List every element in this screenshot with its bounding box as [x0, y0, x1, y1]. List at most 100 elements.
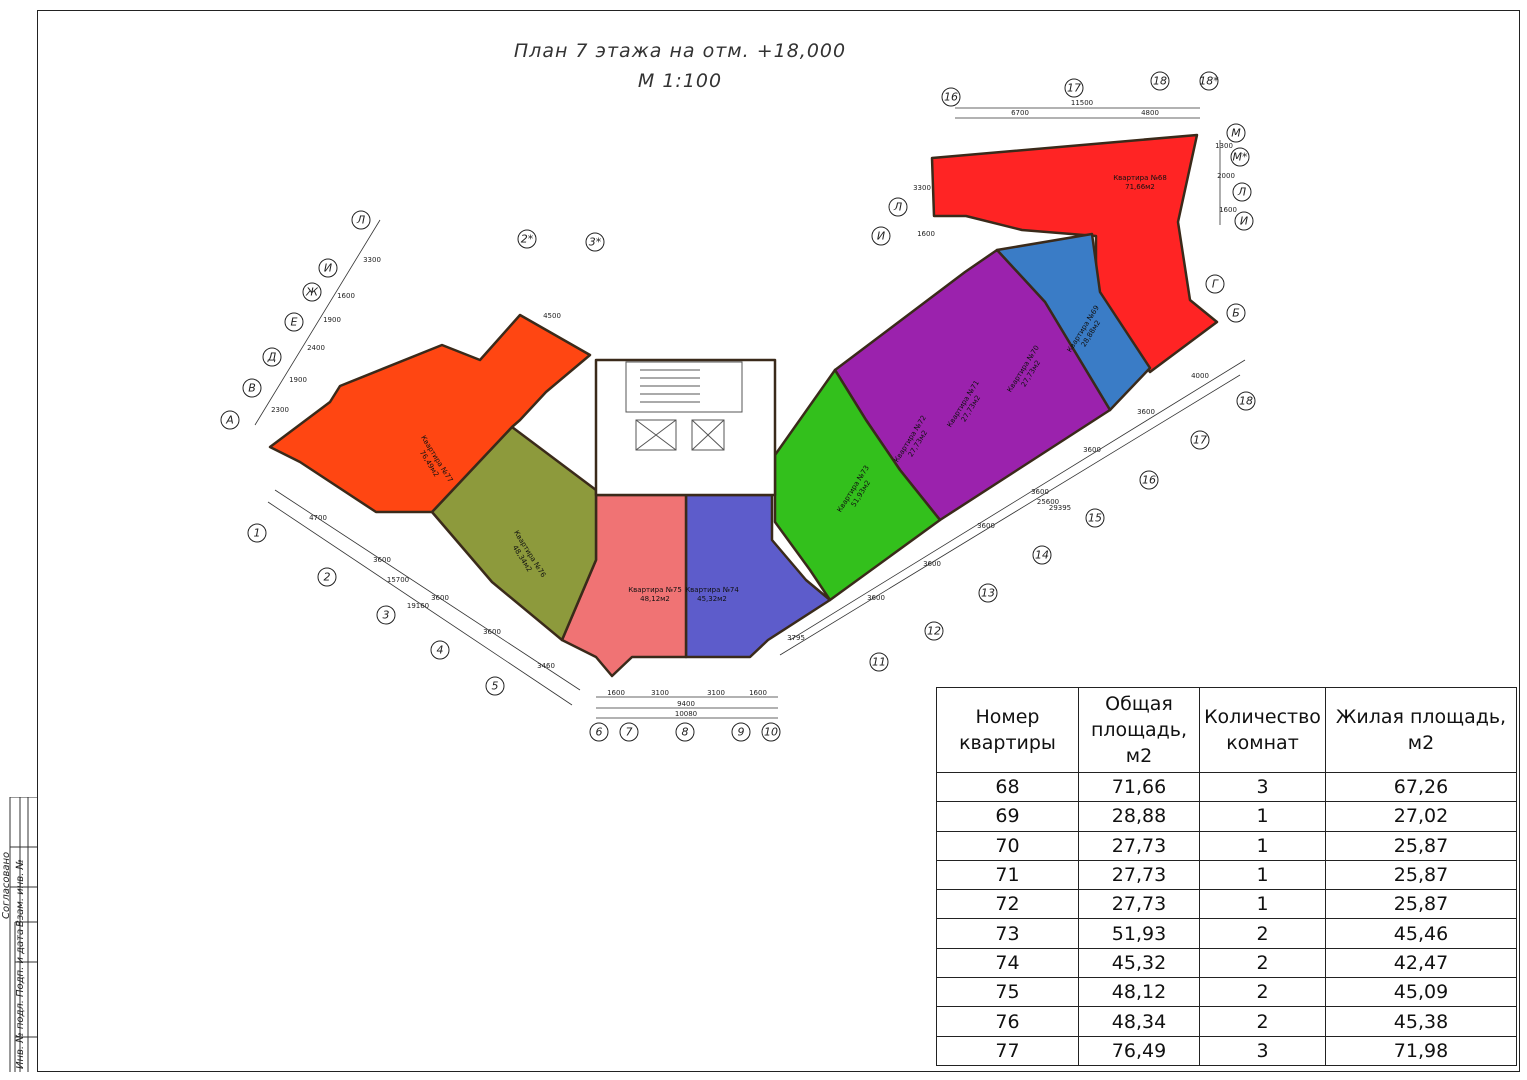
core-details — [625, 361, 743, 451]
svg-text:18*: 18* — [1199, 75, 1219, 88]
dim: 15700 — [387, 576, 409, 584]
cell-apartment-number: 72 — [936, 889, 1079, 920]
axis-bubble: М — [1226, 123, 1246, 143]
cell-room-count: 1 — [1199, 889, 1326, 920]
svg-text:12: 12 — [927, 625, 941, 638]
dim: 3600 — [483, 628, 501, 636]
svg-text:2*: 2* — [521, 233, 534, 246]
svg-text:Л: Л — [1237, 186, 1246, 199]
svg-text:Л: Л — [893, 201, 902, 214]
axis-bubble: 7 — [619, 722, 639, 742]
apartment-77[interactable] — [268, 313, 592, 514]
axis-bubble: 3* — [585, 232, 605, 252]
cell-room-count: 2 — [1199, 918, 1326, 949]
drawing-title: План 7 этажа на отм. +18,000 М 1:100 — [500, 36, 860, 96]
axis-bubble: А — [220, 410, 240, 430]
svg-text:2: 2 — [324, 571, 331, 584]
svg-text:16: 16 — [1142, 474, 1156, 487]
cell-living-area: 45,38 — [1325, 1006, 1517, 1037]
stamp-agreed: Согласовано — [1, 851, 12, 919]
cell-living-area: 45,09 — [1325, 977, 1517, 1008]
dim: 4800 — [1141, 109, 1159, 117]
sheet-frame — [37, 10, 1520, 1072]
axis-bubble: И — [871, 226, 891, 246]
cell-apartment-number: 77 — [936, 1035, 1079, 1066]
dim: 3600 — [867, 594, 885, 602]
dim: 1900 — [289, 376, 307, 384]
svg-text:10: 10 — [764, 726, 778, 739]
dim: 6700 — [1011, 109, 1029, 117]
dim: 3600 — [1083, 446, 1101, 454]
cell-apartment-number: 71 — [936, 859, 1079, 891]
dim: 3600 — [431, 594, 449, 602]
table-header-row: Номер квартиры Общая площадь, м2 Количес… — [936, 687, 1517, 773]
svg-text:7: 7 — [626, 726, 633, 739]
apartment-74[interactable] — [684, 493, 832, 659]
cell-room-count: 1 — [1199, 830, 1326, 861]
cell-room-count: 1 — [1199, 801, 1326, 832]
dimension-lines — [254, 107, 1246, 719]
svg-text:В: В — [248, 382, 256, 395]
cell-living-area: 25,87 — [1325, 830, 1517, 861]
cell-room-count: 2 — [1199, 977, 1326, 1008]
stamp-sign-date: Подп. и дата — [15, 928, 26, 997]
cell-living-area: 27,02 — [1325, 801, 1517, 832]
svg-text:Г: Г — [1212, 278, 1219, 291]
axis-bubble: 17 — [1190, 430, 1210, 450]
dim: 1900 — [323, 316, 341, 324]
dim: 3600 — [373, 556, 391, 564]
axis-bubble: И — [1234, 211, 1254, 231]
axis-bubble: Л — [351, 210, 371, 230]
stair-core — [594, 358, 777, 497]
axis-bubble: М* — [1230, 147, 1250, 167]
dim: 19160 — [407, 602, 429, 610]
axis-bubble: 1 — [247, 523, 267, 543]
cell-room-count: 2 — [1199, 1006, 1326, 1037]
axis-markers: 1 2 3 4 5 6 7 8 9 10 11 12 13 14 15 16 1… — [220, 71, 1256, 742]
cell-apartment-number: 74 — [936, 947, 1079, 979]
stamp-replaced-inv: Взам. инв. № — [15, 859, 26, 927]
cell-total-area: 76,49 — [1078, 1035, 1200, 1066]
cell-total-area: 27,73 — [1078, 859, 1200, 891]
dim: 2400 — [307, 344, 325, 352]
cell-total-area: 28,88 — [1078, 801, 1200, 832]
dim: 25600 — [1037, 498, 1059, 506]
apartment-73[interactable] — [773, 368, 942, 602]
axis-bubble: 10 — [761, 722, 781, 742]
dim: 1600 — [749, 689, 767, 697]
svg-text:13: 13 — [981, 587, 995, 600]
cell-living-area: 42,47 — [1325, 947, 1517, 979]
cell-living-area: 71,98 — [1325, 1035, 1517, 1066]
cell-living-area: 25,87 — [1325, 859, 1517, 891]
cell-living-area: 45,46 — [1325, 918, 1517, 949]
stamp-inv-no: Инв. № подл. — [15, 1000, 26, 1069]
dim: 4000 — [1191, 372, 1209, 380]
cell-apartment-number: 69 — [936, 801, 1079, 832]
cell-total-area: 27,73 — [1078, 889, 1200, 920]
axis-bubble: Л — [888, 197, 908, 217]
cell-room-count: 1 — [1199, 859, 1326, 891]
svg-text:Б: Б — [1232, 307, 1240, 320]
dim: 3795 — [787, 634, 805, 642]
dim: 3300 — [913, 184, 931, 192]
dim: 3100 — [651, 689, 669, 697]
header-living-area: Жилая площадь, м2 — [1325, 687, 1517, 773]
svg-text:18: 18 — [1239, 395, 1253, 408]
svg-text:18: 18 — [1153, 75, 1167, 88]
svg-text:1: 1 — [254, 527, 261, 540]
axis-bubble: 18 — [1236, 391, 1256, 411]
svg-text:3: 3 — [383, 609, 390, 622]
cell-living-area: 25,87 — [1325, 889, 1517, 920]
cell-total-area: 51,93 — [1078, 918, 1200, 949]
cell-room-count: 2 — [1199, 947, 1326, 979]
dim: 4700 — [309, 514, 327, 522]
svg-text:3*: 3* — [589, 236, 602, 249]
